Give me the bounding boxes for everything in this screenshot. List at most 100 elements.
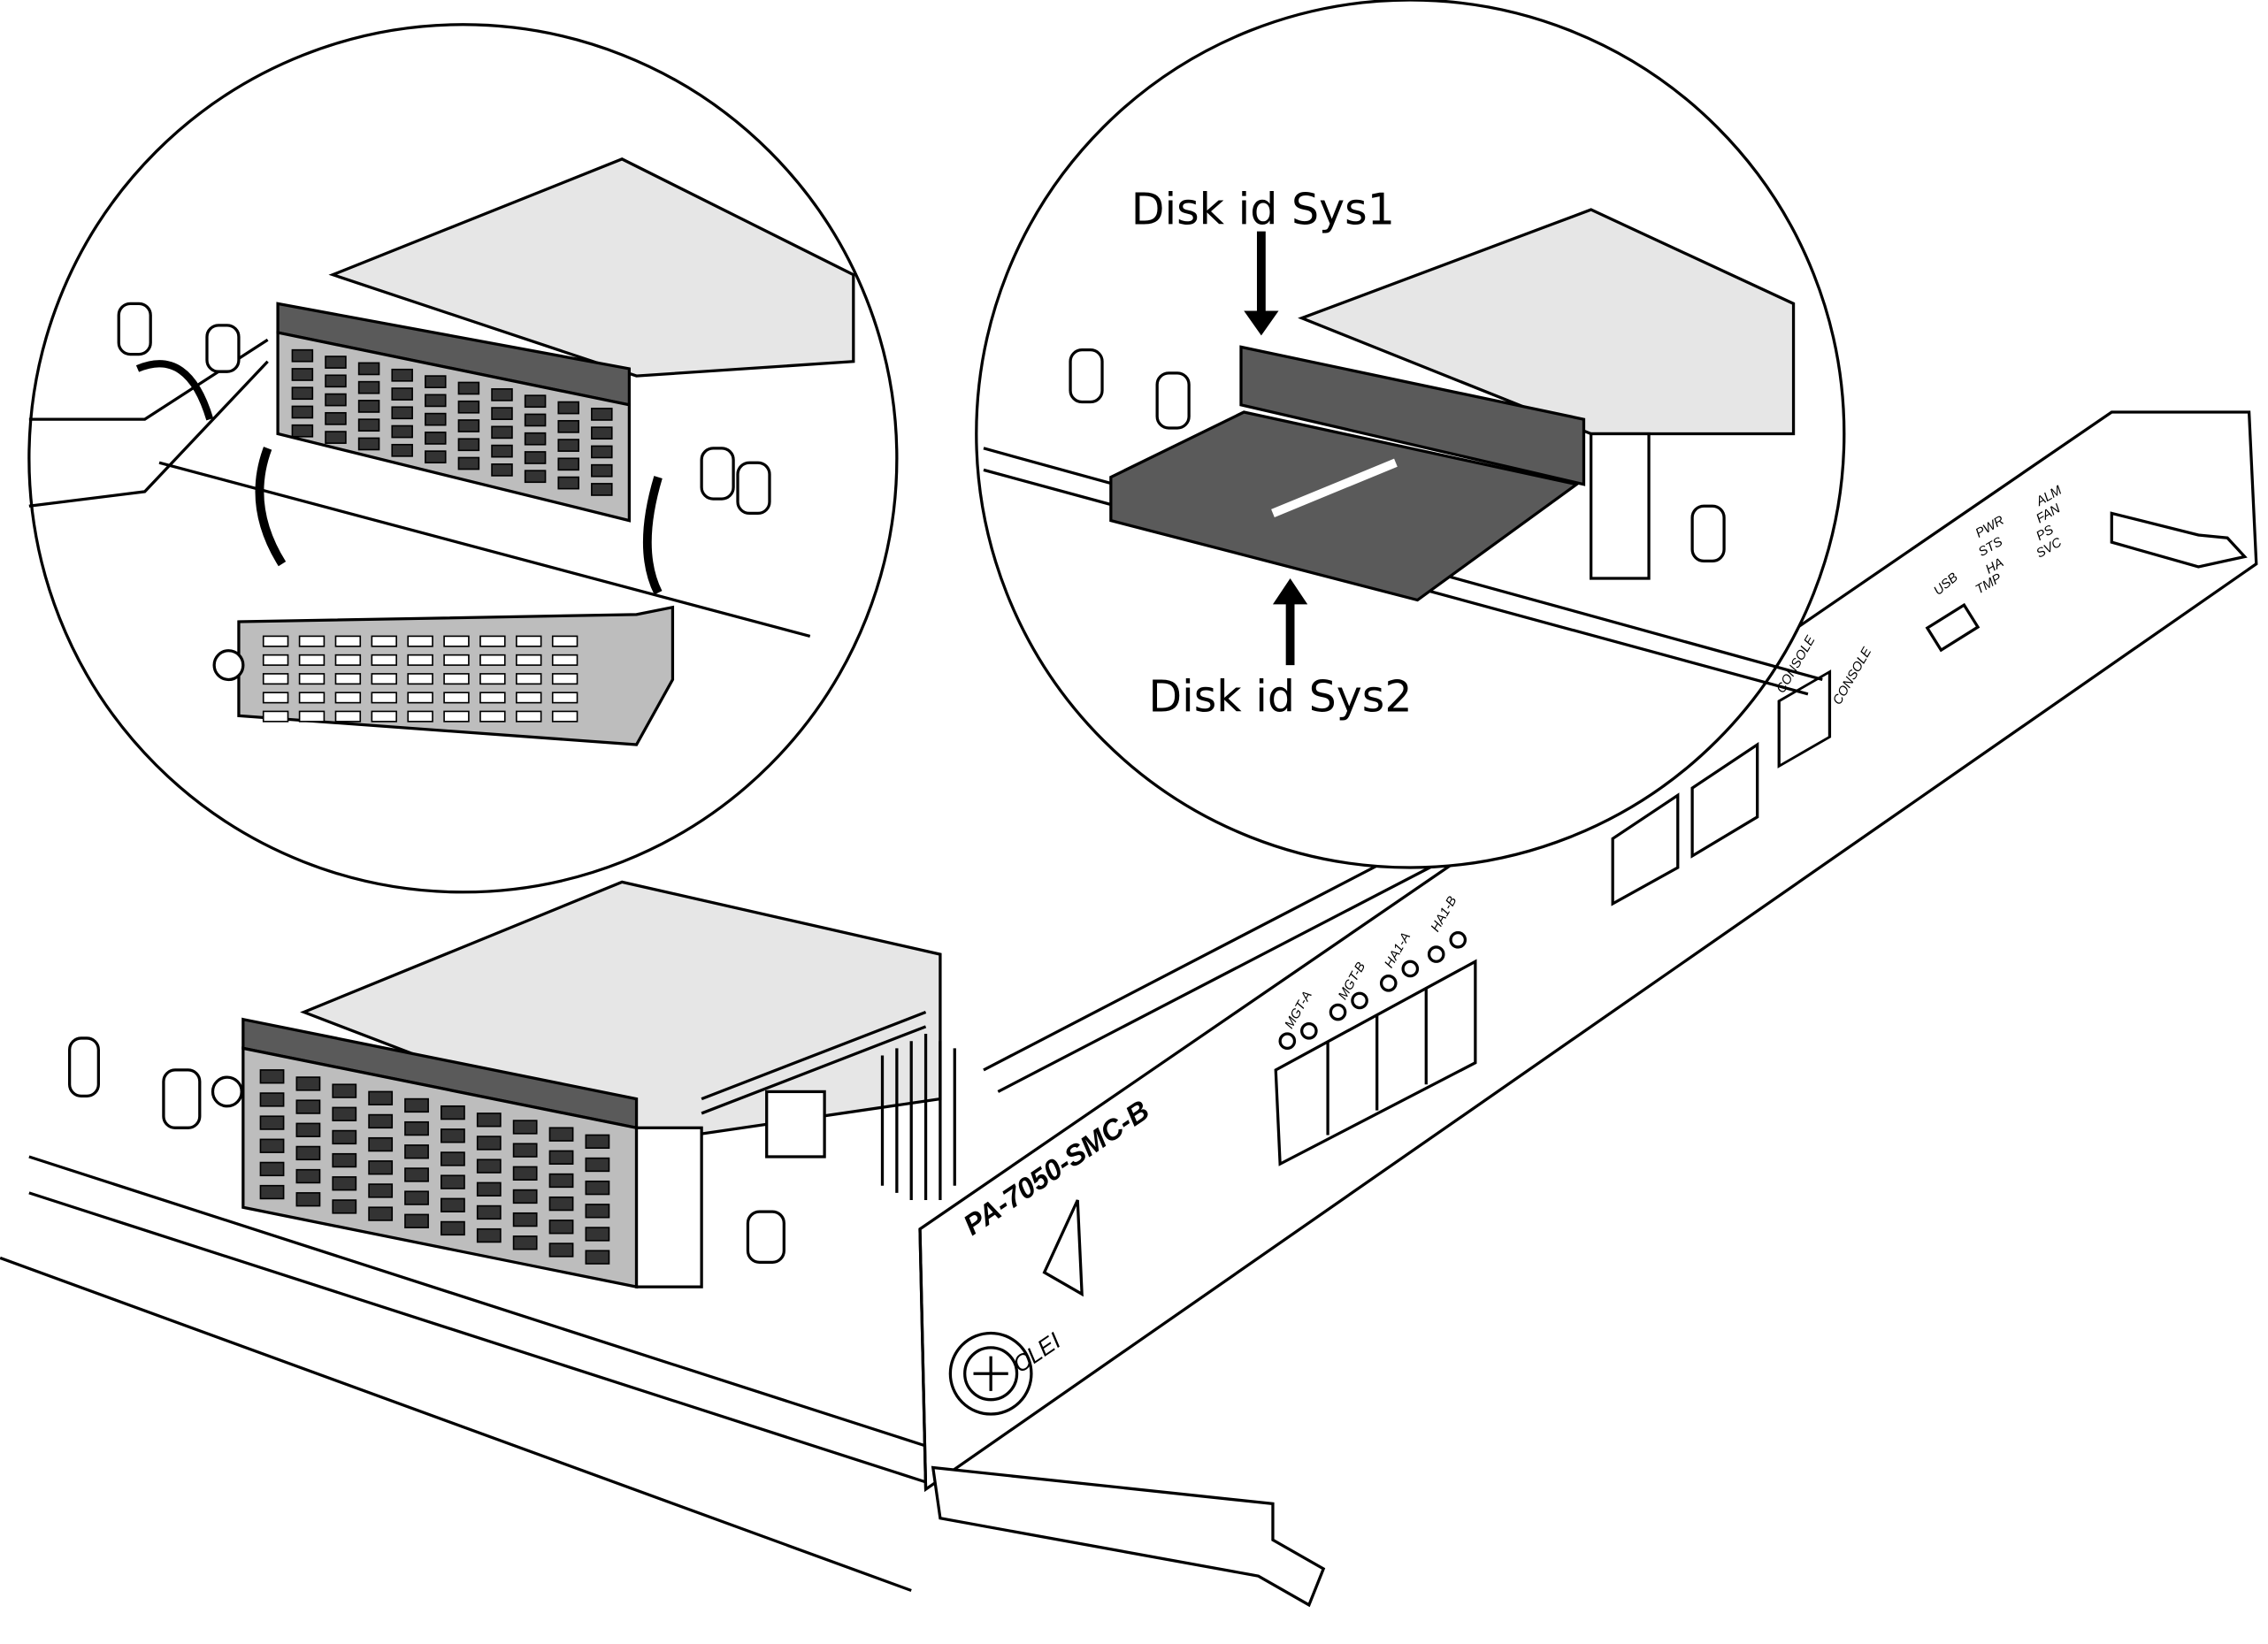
grille-hole bbox=[371, 654, 397, 666]
grille-hole bbox=[491, 407, 513, 420]
grille-hole bbox=[332, 1199, 357, 1214]
grille-hole bbox=[325, 374, 347, 388]
grille-hole bbox=[516, 673, 542, 685]
grille-hole bbox=[491, 463, 513, 477]
heatsink bbox=[880, 1034, 956, 1201]
detail-remove-grille bbox=[27, 23, 899, 894]
grille-hole bbox=[441, 1128, 465, 1143]
grille-hole bbox=[457, 400, 480, 414]
grille-hole bbox=[262, 673, 289, 685]
disk-sys2-label: Disk id Sys2 bbox=[1148, 670, 1412, 722]
laser-warning-icon bbox=[1042, 1199, 1084, 1297]
grille-hole bbox=[357, 400, 380, 413]
grille-hole bbox=[334, 692, 362, 704]
grille-hole bbox=[551, 710, 578, 723]
grille-hole bbox=[325, 393, 347, 407]
grille-hole bbox=[457, 381, 480, 395]
grille-hole bbox=[407, 654, 433, 666]
grille-hole bbox=[551, 673, 578, 685]
grille-hole bbox=[591, 463, 613, 478]
grille-hole bbox=[291, 368, 314, 381]
grille-hole bbox=[291, 348, 314, 363]
grille-hole bbox=[512, 1189, 538, 1204]
grille-hole bbox=[298, 673, 326, 685]
grille-hole bbox=[295, 1145, 321, 1161]
grille-hole bbox=[332, 1106, 357, 1121]
grille-hole bbox=[443, 673, 470, 685]
grille-hole bbox=[404, 1167, 429, 1182]
grille-hole bbox=[457, 456, 480, 470]
grille-hole bbox=[259, 1092, 285, 1107]
grille-hole bbox=[357, 437, 380, 451]
disk-sys1 bbox=[1239, 345, 1586, 486]
grille-hole bbox=[548, 1243, 574, 1258]
screw-icon bbox=[212, 649, 245, 682]
usb-port[interactable] bbox=[1925, 602, 1981, 653]
arrowhead-down bbox=[1244, 310, 1279, 336]
grille-hole bbox=[441, 1174, 465, 1189]
grille-hole bbox=[557, 476, 579, 490]
grille-hole bbox=[551, 692, 578, 704]
grille-hole bbox=[425, 432, 447, 445]
rotate-arrow-icon bbox=[135, 360, 214, 421]
grille-hole bbox=[443, 654, 470, 666]
grille-hole bbox=[325, 356, 347, 369]
capacitor bbox=[68, 1036, 100, 1097]
grille-hole bbox=[524, 451, 547, 464]
grille-hole bbox=[262, 654, 289, 666]
grille-hole bbox=[476, 1136, 502, 1151]
grille-hole bbox=[512, 1120, 538, 1135]
grille-hole bbox=[557, 457, 579, 471]
grille-hole bbox=[476, 1113, 502, 1128]
grille-hole bbox=[404, 1213, 429, 1228]
grille-hole bbox=[512, 1166, 538, 1181]
console-port[interactable] bbox=[1777, 669, 1832, 768]
grille-hole bbox=[404, 1190, 429, 1205]
grille-hole bbox=[371, 673, 397, 685]
grille-hole bbox=[295, 1168, 321, 1184]
grille-hole bbox=[425, 375, 447, 388]
grille-hole bbox=[512, 1212, 538, 1227]
grille-hole bbox=[298, 692, 326, 704]
grille-hole bbox=[357, 418, 380, 432]
grille-hole bbox=[298, 654, 326, 666]
grille-hole bbox=[443, 710, 470, 723]
grille-hole bbox=[295, 1192, 321, 1207]
disk-sys1-label: Disk id Sys1 bbox=[1131, 183, 1395, 234]
grille-hole bbox=[585, 1134, 610, 1150]
grille-hole bbox=[391, 424, 413, 439]
grille-hole bbox=[557, 419, 579, 433]
grille-hole bbox=[512, 1235, 538, 1250]
disk-sys2 bbox=[1109, 410, 1581, 602]
grille-hole bbox=[332, 1176, 357, 1191]
grille-hole bbox=[425, 412, 447, 426]
grille-hole bbox=[585, 1227, 610, 1242]
grille-hole bbox=[585, 1204, 610, 1219]
grille-hole bbox=[259, 1184, 285, 1200]
grille-hole bbox=[391, 368, 413, 382]
grille-hole bbox=[551, 635, 578, 647]
screw-icon bbox=[211, 1075, 243, 1108]
grille-hole bbox=[479, 635, 506, 647]
grille-hole bbox=[325, 411, 347, 425]
grille-hole bbox=[332, 1083, 357, 1098]
grille-hole bbox=[524, 413, 547, 427]
grille-hole bbox=[259, 1161, 285, 1177]
grille-hole bbox=[548, 1173, 574, 1189]
grille-hole bbox=[441, 1151, 465, 1166]
grille-hole bbox=[291, 386, 314, 401]
grille-hole bbox=[262, 692, 289, 704]
grille-hole bbox=[524, 394, 547, 409]
grille-hole bbox=[291, 405, 314, 419]
grille-holes bbox=[259, 1069, 610, 1265]
grille-hole bbox=[524, 470, 547, 484]
grille-hole bbox=[425, 450, 447, 464]
grille-hole bbox=[548, 1220, 574, 1235]
grille-hole bbox=[476, 1158, 502, 1174]
grille-hole bbox=[591, 483, 613, 496]
grille-hole bbox=[407, 692, 433, 704]
down-arrow-icon bbox=[255, 447, 287, 567]
grille-hole bbox=[585, 1180, 610, 1196]
slide-arrow-icon bbox=[1271, 458, 1398, 517]
grille-hole bbox=[479, 673, 506, 685]
